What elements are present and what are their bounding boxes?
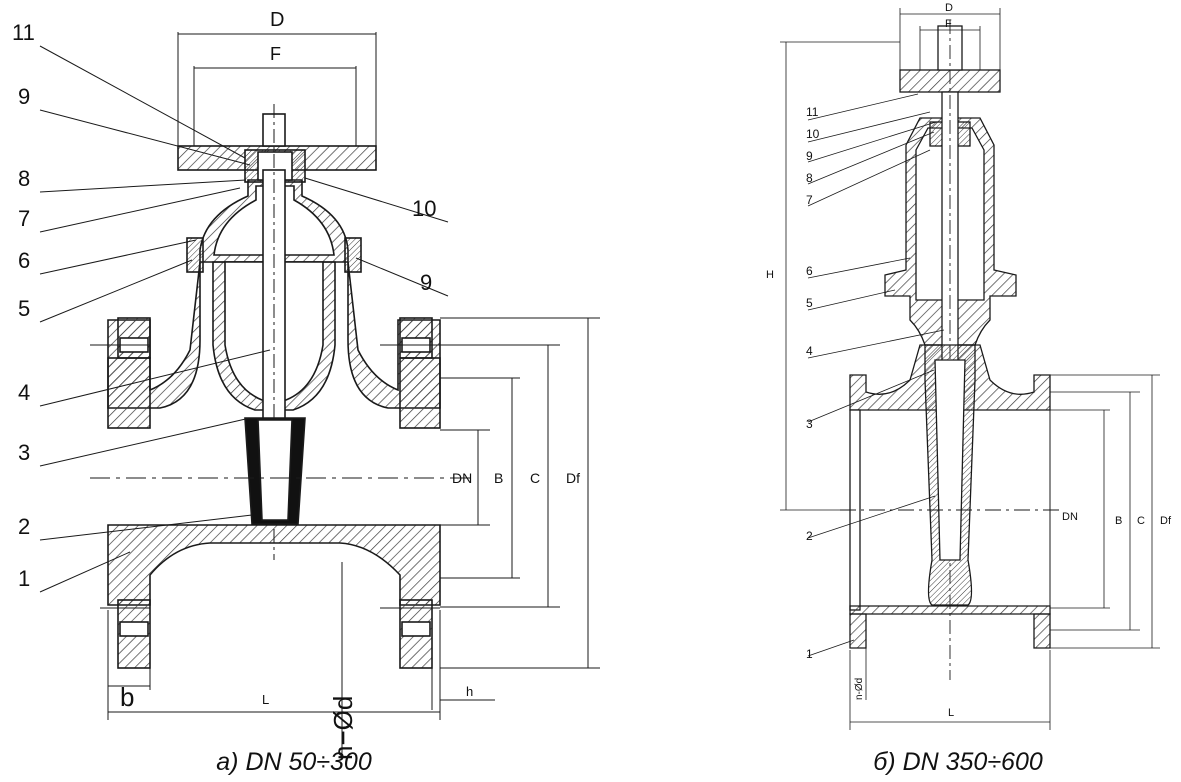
right-callout-3: 3 xyxy=(806,417,813,431)
right-callout-2: 2 xyxy=(806,529,813,543)
right-callout-4: 4 xyxy=(806,344,813,358)
left-dim-Df: Df xyxy=(566,470,580,486)
right-callouts: 11 10 9 8 7 6 5 4 3 2 1 xyxy=(806,105,820,661)
right-dim-D: D xyxy=(945,2,953,14)
left-callout-7: 7 xyxy=(18,206,30,231)
left-callout-9: 9 xyxy=(18,84,30,109)
left-dim-nd: n−Ød xyxy=(328,696,358,760)
left-caption: а) DN 50÷300 xyxy=(216,748,372,776)
right-callout-8: 8 xyxy=(806,171,813,185)
right-dim-nd: n-Ød xyxy=(854,678,865,700)
left-dim-C: C xyxy=(530,470,540,486)
left-dim-b: b xyxy=(120,682,134,712)
right-callout-7: 7 xyxy=(806,193,813,207)
left-callout-10: 10 xyxy=(412,196,436,221)
left-dim-L: L xyxy=(262,692,269,707)
right-dim-F: F xyxy=(945,18,952,30)
right-dim-H: H xyxy=(766,269,774,281)
right-dim-B: B xyxy=(1115,515,1122,527)
left-callout-2: 2 xyxy=(18,514,30,539)
right-dim-Df: Df xyxy=(1160,515,1172,527)
left-callout-11: 11 xyxy=(12,20,35,45)
left-dim-F: F xyxy=(270,44,281,64)
right-caption: б) DN 350÷600 xyxy=(873,748,1043,776)
left-callout-1: 1 xyxy=(18,566,30,591)
right-dim-L: L xyxy=(948,707,954,719)
right-callout-5: 5 xyxy=(806,296,813,310)
right-valve-drawing xyxy=(780,8,1160,730)
left-callout-8: 8 xyxy=(18,166,30,191)
right-dim-DN: DN xyxy=(1062,511,1078,523)
right-callout-1: 1 xyxy=(806,647,813,661)
left-callout-4: 4 xyxy=(18,380,30,405)
right-callout-6: 6 xyxy=(806,264,813,278)
left-dim-D: D xyxy=(270,9,284,31)
left-dimension-labels: D F DN B C Df b L h n−Ød xyxy=(120,9,580,760)
left-callout-3: 3 xyxy=(18,440,30,465)
left-callout-6: 6 xyxy=(18,248,30,273)
left-dim-h: h xyxy=(466,684,473,699)
right-dim-C: C xyxy=(1137,515,1145,527)
left-dim-DN: DN xyxy=(452,470,472,486)
right-callout-11: 11 xyxy=(806,105,819,119)
right-callout-10: 10 xyxy=(806,127,820,141)
right-callout-9: 9 xyxy=(806,149,813,163)
left-callout-9b: 9 xyxy=(420,270,432,295)
left-callout-5: 5 xyxy=(18,296,30,321)
right-dimension-labels: D F H DN B C Df L n-Ød xyxy=(766,2,1172,719)
left-callouts: 11 9 8 7 6 5 4 3 2 1 10 9 xyxy=(12,20,436,591)
left-valve-drawing xyxy=(39,32,600,760)
left-bolt-right xyxy=(344,237,362,273)
left-body-lower xyxy=(107,524,441,606)
left-bolt-left xyxy=(186,237,204,273)
left-dim-B: B xyxy=(494,470,503,486)
